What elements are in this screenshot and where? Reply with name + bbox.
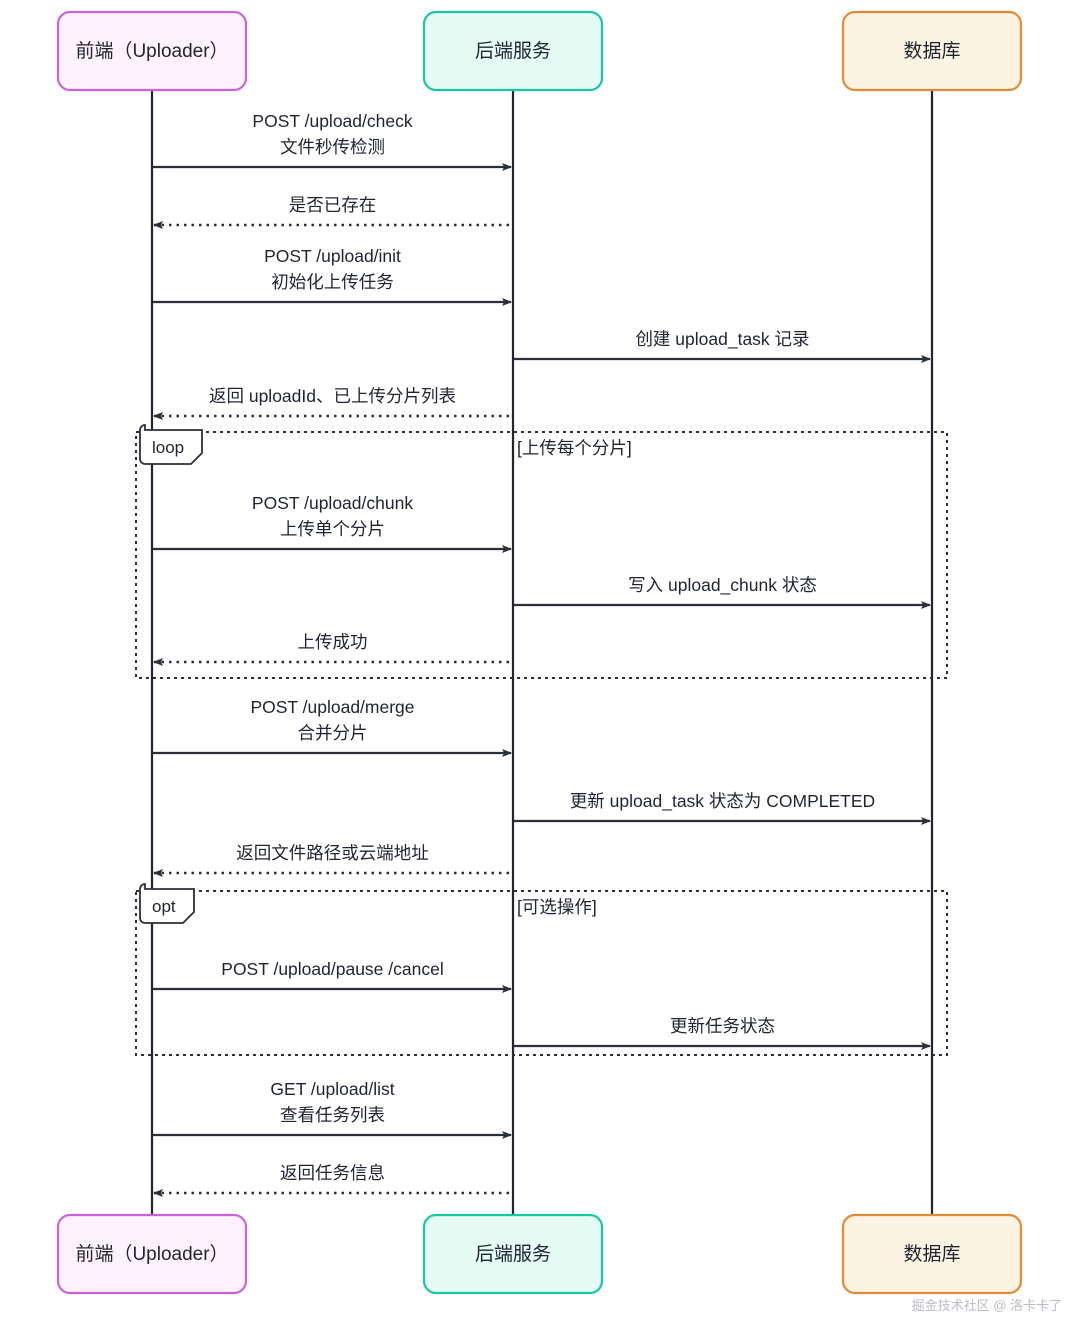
message-label: 更新任务状态 <box>670 1016 775 1036</box>
fragment-tab-label-loop-upload-chunks: loop <box>152 438 184 457</box>
message-label: 查看任务列表 <box>280 1105 385 1125</box>
message-label: 合并分片 <box>298 723 368 743</box>
message-label: 上传单个分片 <box>280 519 385 539</box>
participant-backend-bottom[interactable]: 后端服务 <box>422 1213 604 1295</box>
participant-frontend-top[interactable]: 前端（Uploader） <box>56 10 248 92</box>
fragment-box-loop-upload-chunks <box>135 431 948 679</box>
lifelines-layer <box>150 90 934 1215</box>
participant-box[interactable] <box>56 1213 248 1295</box>
participant-label: 后端服务 <box>475 1243 551 1265</box>
watermark-layer: 掘金技术社区 @ 洛卡卡了 <box>912 1298 1062 1313</box>
message-2-backend-to-frontend: 是否已存在 <box>153 195 512 229</box>
message-label: 返回任务信息 <box>280 1163 385 1183</box>
message-10-backend-to-database: 更新 upload_task 状态为 COMPLETED <box>514 791 931 825</box>
message-label: POST /upload/pause /cancel <box>221 959 443 979</box>
participant-box[interactable] <box>422 1213 604 1295</box>
message-label: 更新 upload_task 状态为 COMPLETED <box>570 791 875 812</box>
participant-label: 数据库 <box>903 1243 960 1265</box>
fragment-tab-label-opt-pause-cancel: opt <box>152 897 176 916</box>
message-3-frontend-to-backend: POST /upload/init 初始化上传任务 <box>153 246 512 306</box>
participant-label: 数据库 <box>903 40 960 62</box>
participant-backend-top[interactable]: 后端服务 <box>422 10 604 92</box>
message-label: POST /upload/merge <box>250 697 414 717</box>
message-label: 返回文件路径或云端地址 <box>236 843 429 863</box>
participant-box[interactable] <box>422 10 604 92</box>
message-7-backend-to-database: 写入 upload_chunk 状态 <box>514 575 931 609</box>
message-label: 创建 upload_task 记录 <box>635 329 809 350</box>
participant-label: 前端（Uploader） <box>75 1243 228 1265</box>
message-8-backend-to-frontend: 上传成功 <box>153 632 512 666</box>
message-1-frontend-to-backend: POST /upload/check 文件秒传检测 <box>153 111 512 171</box>
message-label: 写入 upload_chunk 状态 <box>628 575 817 596</box>
message-label: 初始化上传任务 <box>271 272 394 292</box>
message-13-backend-to-database: 更新任务状态 <box>514 1016 931 1050</box>
watermark-text: 掘金技术社区 @ 洛卡卡了 <box>912 1298 1062 1313</box>
fragment-tab-loop-upload-chunks <box>139 424 203 465</box>
message-4-backend-to-database: 创建 upload_task 记录 <box>514 329 931 363</box>
message-label: GET /upload/list <box>270 1079 394 1099</box>
fragment-box-opt-pause-cancel <box>135 890 948 1056</box>
fragment-tab-opt-pause-cancel <box>139 883 195 924</box>
participant-database-bottom[interactable]: 数据库 <box>841 1213 1023 1295</box>
participant-database-top[interactable]: 数据库 <box>841 10 1023 92</box>
fragments-layer: loop [上传每个分片] opt [可选操作] <box>135 424 948 1056</box>
message-label: 文件秒传检测 <box>280 137 385 157</box>
fragment-condition-loop-upload-chunks: [上传每个分片] <box>517 438 632 458</box>
message-11-backend-to-frontend: 返回文件路径或云端地址 <box>153 843 512 877</box>
message-6-frontend-to-backend: POST /upload/chunk 上传单个分片 <box>153 493 512 553</box>
message-label: 上传成功 <box>298 632 368 652</box>
fragment-condition-opt-pause-cancel: [可选操作] <box>517 897 597 917</box>
message-label: 返回 uploadId、已上传分片列表 <box>209 386 456 406</box>
participant-label: 前端（Uploader） <box>75 40 228 62</box>
participant-frontend-bottom[interactable]: 前端（Uploader） <box>56 1213 248 1295</box>
message-label: POST /upload/init <box>264 246 401 266</box>
participant-label: 后端服务 <box>475 40 551 62</box>
message-label: POST /upload/check <box>252 111 412 131</box>
message-5-backend-to-frontend: 返回 uploadId、已上传分片列表 <box>153 386 512 420</box>
message-15-backend-to-frontend: 返回任务信息 <box>153 1163 512 1197</box>
message-12-frontend-to-backend: POST /upload/pause /cancel <box>153 959 512 993</box>
participant-box[interactable] <box>841 10 1023 92</box>
message-14-frontend-to-backend: GET /upload/list 查看任务列表 <box>153 1079 512 1139</box>
message-label: 是否已存在 <box>289 195 377 215</box>
participant-box[interactable] <box>56 10 248 92</box>
participant-box[interactable] <box>841 1213 1023 1295</box>
message-label: POST /upload/chunk <box>252 493 413 513</box>
message-9-frontend-to-backend: POST /upload/merge 合并分片 <box>153 697 512 757</box>
